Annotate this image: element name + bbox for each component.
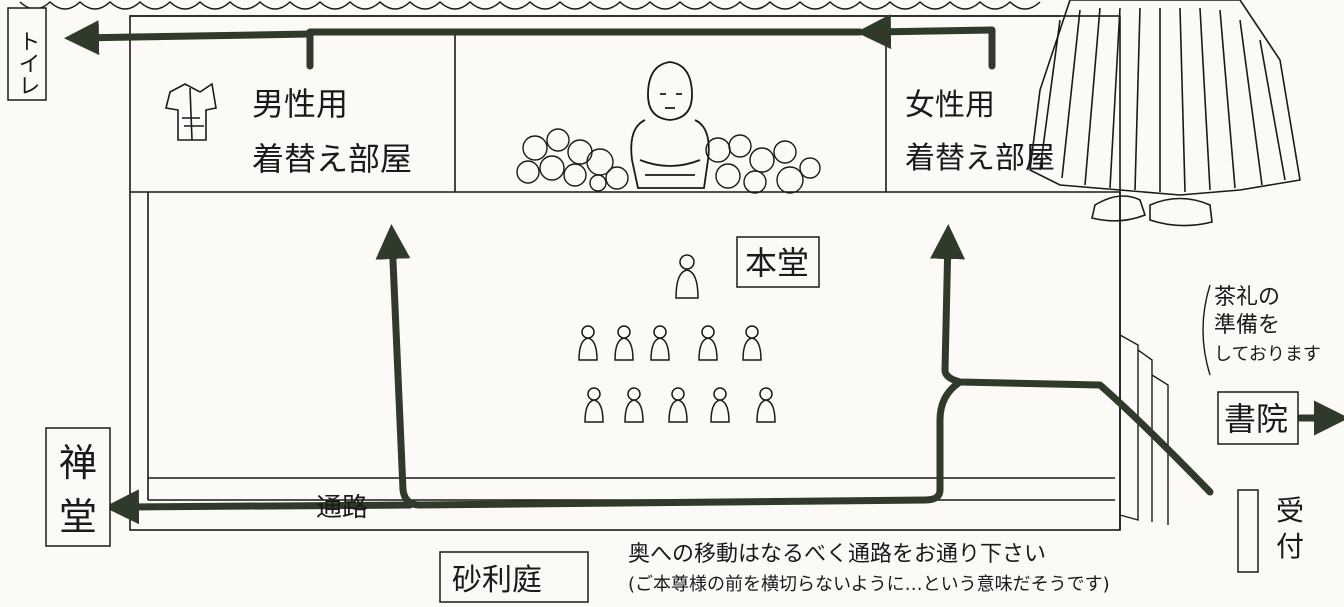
kimono-icon	[165, 82, 217, 141]
roof-tiles	[19, 0, 1060, 17]
note-line-2: (ご本尊様の前を横切らないように…という意味だそうです)	[628, 574, 1110, 595]
main-hall: 本堂	[578, 236, 820, 423]
zendo-sign: 禅 堂	[45, 427, 111, 547]
reception-label-2: 付	[1276, 530, 1304, 563]
hakama-figure-icon	[1029, 0, 1301, 227]
gravel-garden-label: 砂利庭	[452, 563, 542, 598]
building-outline	[129, 15, 1121, 531]
seated-person-icon	[578, 254, 776, 423]
tea-note: 茶礼の 準備を しております	[1202, 284, 1321, 376]
toilet-sign: トイレ	[7, 7, 47, 101]
sliding-screens	[1119, 334, 1169, 525]
shoin-sign: 書院	[1217, 391, 1299, 445]
shoin-label: 書院	[1224, 400, 1288, 438]
reception-label-1: 受	[1276, 494, 1304, 527]
buddha-statue-icon	[630, 61, 710, 189]
tea-note-line-1: 茶礼の	[1214, 285, 1280, 310]
zendo-label-1: 禅	[59, 441, 97, 485]
mens-room-label-2: 着替え部屋	[252, 140, 412, 178]
flower-offering-icon	[516, 128, 821, 194]
gravel-garden-sign: 砂利庭	[439, 551, 589, 603]
altar	[516, 61, 821, 194]
tea-note-line-2: 準備を	[1214, 313, 1280, 338]
main-hall-label: 本堂	[745, 244, 809, 282]
reception-desk: 受 付	[1237, 489, 1304, 573]
walking-paths	[64, 14, 1344, 525]
toilet-label: トイレ	[15, 30, 40, 96]
tea-note-line-3: しております	[1214, 344, 1321, 365]
mens-changing-room: 男性用 着替え部屋	[165, 82, 412, 178]
womens-changing-room: 女性用 着替え部屋	[905, 88, 1055, 176]
note-line-1: 奥への移動はなるべく通路をお通り下さい	[628, 542, 1046, 567]
mens-room-label-1: 男性用	[252, 85, 348, 123]
zendo-label-2: 堂	[59, 495, 97, 539]
passage-label: 通路	[316, 493, 368, 523]
womens-room-label-1: 女性用	[905, 88, 995, 123]
